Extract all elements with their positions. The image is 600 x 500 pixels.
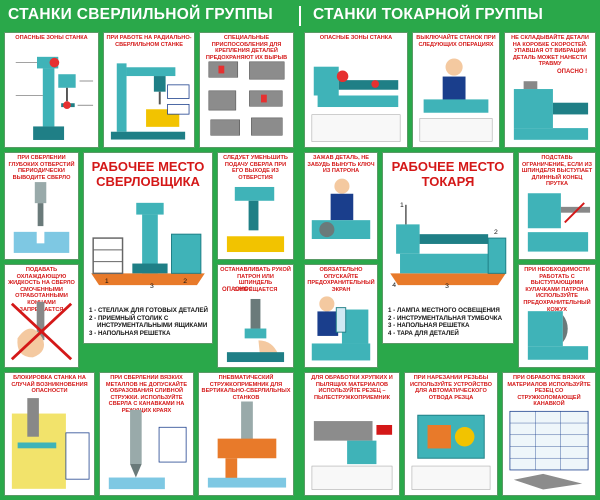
panel-chuck-guard: ПРИ НЕОБХОДИМОСТИ РАБОТАТЬ С ВЫСТУПАЮЩИМ… — [518, 264, 596, 368]
panel-thread-retract: ПРИ НАРЕЗАНИИ РЕЗЬБЫ ИСПОЛЬЗУЙТЕ УСТРОЙС… — [404, 372, 498, 496]
thread-retract-illustration — [408, 401, 494, 492]
panel-title: ВЫКЛЮЧАЙТЕ СТАНОК ПРИ СЛЕДУЮЩИХ ОПЕРАЦИЯ… — [416, 35, 496, 48]
left-section-title: СТАНКИ СВЕРЛИЛЬНОЙ ГРУППЫ — [8, 6, 273, 23]
gearbox-illustration — [508, 79, 592, 144]
deep-hole-illustration — [8, 179, 75, 256]
panel-lathe-danger-zones: ОПАСНЫЕ ЗОНЫ СТАНКА — [304, 32, 408, 148]
coolant-illustration — [8, 299, 75, 364]
turner-legend: 1 - ЛАМПА МЕСТНОГО ОСВЕЩЕНИЯ 2 - ИНСТРУМ… — [388, 307, 502, 337]
panel-viscous-metals: ПРИ СВЕРЛЕНИИ ВЯЗКИХ МЕТАЛЛОВ НЕ ДОПУСКА… — [99, 372, 194, 496]
danger-label: ОПАСНО ! — [222, 287, 253, 293]
panel-coolant-rags: ПОДАВАТЬ ОХЛАЖДАЮЩУЮ ЖИДКОСТЬ НА СВЕРЛО … — [4, 264, 79, 368]
svg-text:1: 1 — [400, 202, 404, 209]
panel-title: ЗАЖАВ ДЕТАЛЬ, НЕ ЗАБУДЬ ВЫНУТЬ КЛЮЧ ИЗ П… — [307, 155, 375, 175]
panel-pneumatic-chip-collector: ПНЕВМАТИЧЕСКИЙ СТРУЖКОПРИЕМНИК ДЛЯ ВЕРТИ… — [198, 372, 294, 496]
legend-item: 1 - СТЕЛЛАЖ ДЛЯ ГОТОВЫХ ДЕТАЛЕЙ — [89, 307, 208, 315]
panel-machine-lock: БЛОКИРОВКА СТАНКА НА СЛУЧАЙ ВОЗНИКНОВЕНИ… — [4, 372, 95, 496]
panel-title: ДЛЯ ОБРАБОТКИ ХРУПКИХ И ПЫЛЯЩИХ МАТЕРИАЛ… — [311, 375, 393, 401]
panel-title: ПРИ СВЕРЛЕНИИ ГЛУБОКИХ ОТВЕРСТИЙ ПЕРИОДИ… — [8, 155, 75, 181]
panel-lower-shield: ОБЯЗАТЕЛЬНО ОПУСКАЙТЕ ПРЕДОХРАНИТЕЛЬНЫЙ … — [304, 264, 378, 368]
panel-title: ПРИ НАРЕЗАНИИ РЕЗЬБЫ ИСПОЛЬЗУЙТЕ УСТРОЙС… — [410, 375, 492, 401]
panel-radial-drill: ПРИ РАБОТЕ НА РАДИАЛЬНО-СВЕРЛИЛЬНОМ СТАН… — [103, 32, 195, 148]
svg-text:2: 2 — [183, 278, 187, 285]
panel-turner-workplace: РАБОЧЕЕ МЕСТО ТОКАРЯ 1 2 3 4 1 - ЛАМПА МЕСТ… — [382, 152, 514, 344]
svg-text:3: 3 — [150, 283, 154, 289]
reduce-feed-illustration — [221, 183, 290, 256]
right-section-title: СТАНКИ ТОКАРНОЙ ГРУППЫ — [313, 6, 544, 23]
panel-driller-workplace: РАБОЧЕЕ МЕСТО СВЕРЛОВЩИКА 1 2 3 1 - СТЕЛЛА… — [83, 152, 213, 344]
panel-deep-holes: ПРИ СВЕРЛЕНИИ ГЛУБОКИХ ОТВЕРСТИЙ ПЕРИОДИ… — [4, 152, 79, 260]
viscous-drill-illustration — [103, 407, 190, 492]
chip-collector-illustration — [202, 399, 290, 492]
panel-dust-chip-cutter: ДЛЯ ОБРАБОТКИ ХРУПКИХ И ПЫЛЯЩИХ МАТЕРИАЛ… — [304, 372, 400, 496]
panel-title: СЛЕДУЕТ УМЕНЬШИТЬ ПОДАЧУ СВЕРЛА ПРИ ЕГО … — [223, 155, 288, 181]
panel-title: РАБОЧЕЕ МЕСТО ТОКАРЯ — [391, 159, 505, 189]
fixtures-illustration — [203, 55, 290, 144]
panel-title: ОСТАНАВЛИВАТЬ РУКОЙ ПАТРОН ИЛИ ШПИНДЕЛЬ … — [220, 267, 291, 293]
legend-item: 2 - ИНСТРУМЕНТАЛЬНАЯ ТУМБОЧКА — [388, 314, 503, 322]
panel-title: ПОДСТАВЬ ОГРАНИЧЕНИЕ, ЕСЛИ ИЗ ШПИНДЕЛЯ В… — [521, 155, 593, 188]
panel-title: ПРИ НЕОБХОДИМОСТИ РАБОТАТЬ С ВЫСТУПАЮЩИМ… — [523, 267, 591, 313]
section-divider — [299, 6, 301, 26]
driller-legend: 1 - СТЕЛЛАЖ ДЛЯ ГОТОВЫХ ДЕТАЛЕЙ 2 - ПРИЕ… — [89, 307, 208, 337]
panel-title: ПРИ СВЕРЛЕНИИ ВЯЗКИХ МЕТАЛЛОВ НЕ ДОПУСКА… — [105, 375, 188, 414]
panel-no-parts-on-gearbox: НЕ СКЛАДЫВАЙТЕ ДЕТАЛИ НА КОРОБКЕ СКОРОСТ… — [504, 32, 596, 148]
panel-fixtures: СПЕЦИАЛЬНЫЕ ПРИСПОСОБЛЕНИЯ ДЛЯ КРЕПЛЕНИЯ… — [199, 32, 294, 148]
danger-label: ОПАСНО ! — [557, 69, 588, 75]
panel-remove-chuck-key: ЗАЖАВ ДЕТАЛЬ, НЕ ЗАБУДЬ ВЫНУТЬ КЛЮЧ ИЗ П… — [304, 152, 378, 260]
shield-illustration — [308, 289, 374, 364]
legend-item: 2 - ПРИЕМНЫЙ СТОЛИК С — [89, 314, 169, 322]
bar-stop-illustration — [522, 183, 592, 256]
panel-reduce-feed: СЛЕДУЕТ УМЕНЬШИТЬ ПОДАЧУ СВЕРЛА ПРИ ЕГО … — [217, 152, 294, 260]
radial-drill-illustration — [107, 55, 191, 144]
svg-text:4: 4 — [392, 282, 396, 289]
panel-chip-breaking-groove: ПРИ ОБРАБОТКЕ ВЯЗКИХ МАТЕРИАЛОВ ИСПОЛЬЗУ… — [502, 372, 596, 496]
panel-title: ПРИ РАБОТЕ НА РАДИАЛЬНО-СВЕРЛИЛЬНОМ СТАН… — [106, 35, 192, 48]
svg-text:2: 2 — [494, 229, 498, 236]
chuck-key-illustration — [308, 173, 374, 256]
panel-title: СПЕЦИАЛЬНЫЕ ПРИСПОСОБЛЕНИЯ ДЛЯ КРЕПЛЕНИЯ… — [205, 35, 288, 61]
panel-title: ОПАСНЫЕ ЗОНЫ СТАНКА — [15, 35, 88, 41]
drill-press-illustration — [8, 47, 95, 144]
panel-drill-danger-zones: ОПАСНЫЕ ЗОНЫ СТАНКА — [4, 32, 99, 148]
panel-title: БЛОКИРОВКА СТАНКА НА СЛУЧАЙ ВОЗНИКНОВЕНИ… — [11, 375, 88, 395]
svg-text:1: 1 — [105, 278, 109, 285]
dust-cutter-illustration — [308, 401, 396, 492]
panel-title: ПРИ ОБРАБОТКЕ ВЯЗКИХ МАТЕРИАЛОВ ИСПОЛЬЗУ… — [507, 375, 591, 408]
legend-item: ИНСТРУМЕНТАЛЬНЫМИ ЯЩИКАМИ — [97, 322, 208, 330]
lathe-danger-illustration — [308, 47, 404, 144]
panel-switch-off-lathe: ВЫКЛЮЧАЙТЕ СТАНОК ПРИ СЛЕДУЮЩИХ ОПЕРАЦИЯ… — [412, 32, 500, 148]
panel-title: РАБОЧЕЕ МЕСТО СВЕРЛОВЩИКА — [91, 159, 205, 189]
panel-bar-stop: ПОДСТАВЬ ОГРАНИЧЕНИЕ, ЕСЛИ ИЗ ШПИНДЕЛЯ В… — [518, 152, 596, 260]
legend-item: 1 - ЛАМПА МЕСТНОГО ОСВЕЩЕНИЯ — [388, 307, 500, 315]
legend-item: 3 - НАПОЛЬНАЯ РЕШЕТКА — [388, 322, 470, 330]
driller-workplace-illustration: 1 2 3 — [87, 195, 209, 289]
chuck-guard-illustration — [522, 305, 592, 364]
legend-item: 4 - ТАРА ДЛЯ ДЕТАЛЕЙ — [388, 329, 459, 337]
panel-no-hand-stop: ОСТАНАВЛИВАТЬ РУКОЙ ПАТРОН ИЛИ ШПИНДЕЛЬ … — [217, 264, 294, 368]
panel-title: ОБЯЗАТЕЛЬНО ОПУСКАЙТЕ ПРЕДОХРАНИТЕЛЬНЫЙ … — [307, 267, 375, 293]
turner-workplace-illustration: 1 2 3 4 — [386, 195, 510, 289]
legend-item: 3 - НАПОЛЬНАЯ РЕШЕТКА — [89, 329, 171, 337]
no-hand-stop-illustration — [221, 297, 290, 364]
machine-lock-illustration — [8, 393, 91, 492]
panel-title: ПНЕВМАТИЧЕСКИЙ СТРУЖКОПРИЕМНИК ДЛЯ ВЕРТИ… — [201, 375, 291, 401]
svg-text:3: 3 — [445, 283, 449, 289]
panel-title: ОПАСНЫЕ ЗОНЫ СТАНКА — [319, 35, 393, 41]
switch-off-illustration — [416, 51, 496, 144]
panel-title: НЕ СКЛАДЫВАЙТЕ ДЕТАЛИ НА КОРОБКЕ СКОРОСТ… — [511, 35, 589, 68]
chip-breaker-illustration — [506, 401, 592, 492]
